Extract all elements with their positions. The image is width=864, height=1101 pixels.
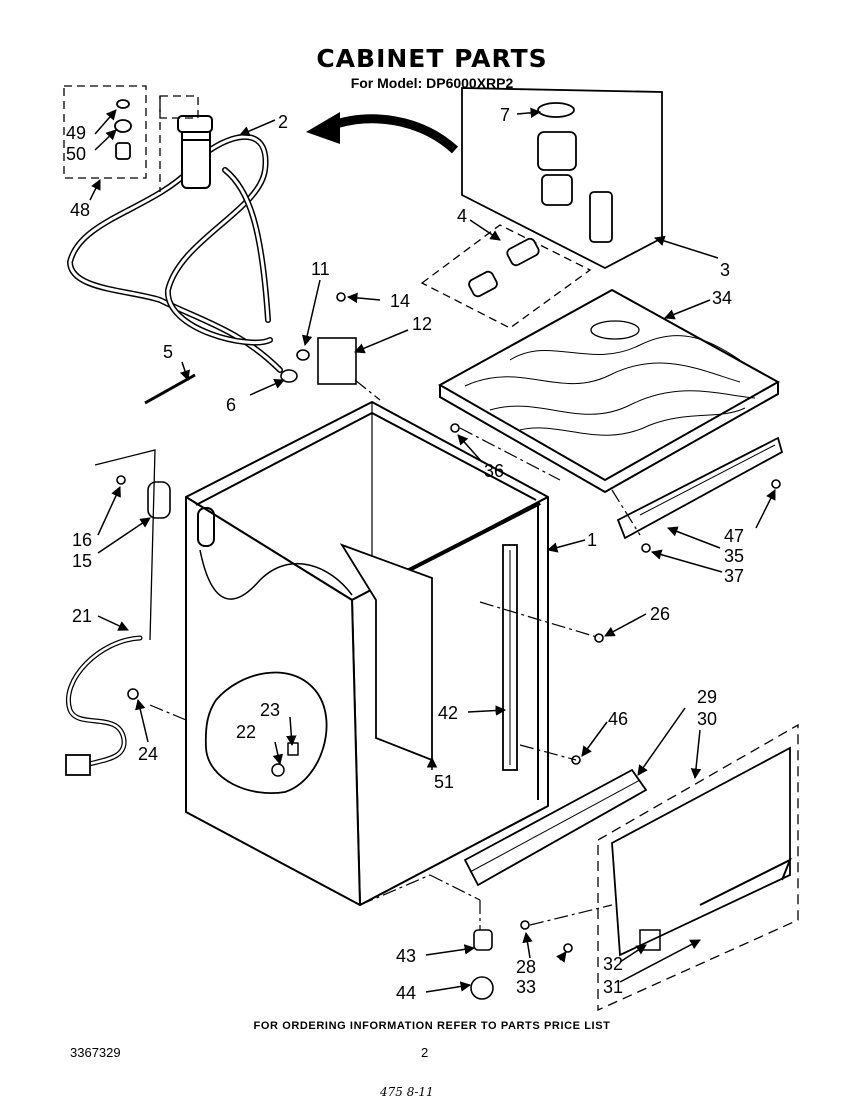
callout-43: 43 <box>396 946 416 966</box>
callout-34: 34 <box>712 288 732 308</box>
leveling-leg-43 <box>473 929 493 951</box>
inner-panel <box>339 543 518 771</box>
toe-panel <box>611 746 792 957</box>
direction-arrow <box>328 114 459 154</box>
callout-35: 35 <box>724 546 744 566</box>
ordering-note: FOR ORDERING INFORMATION REFER TO PARTS … <box>253 1020 611 1032</box>
callout-29: 29 <box>697 687 717 707</box>
document-number: 3367329 <box>70 1045 121 1060</box>
callout-36: 36 <box>484 461 504 481</box>
direction-arrow-head <box>306 112 340 144</box>
callout-32: 32 <box>603 954 623 974</box>
callout-50: 50 <box>66 144 86 164</box>
screw-47 <box>771 479 781 489</box>
callout-7: 7 <box>500 105 510 125</box>
handwritten-note: 475 8-11 <box>380 1085 434 1099</box>
callout-51: 51 <box>434 772 454 792</box>
callout-arrows <box>89 107 776 993</box>
screw-36 <box>450 423 460 433</box>
callout-30: 30 <box>697 709 717 729</box>
page-title: CABINET PARTS <box>316 44 548 73</box>
aerator-parts-box <box>63 85 147 179</box>
callout-1: 1 <box>587 530 597 550</box>
callout-2: 2 <box>278 112 288 132</box>
cabinet-top-panel <box>437 288 781 494</box>
coupler-valve-box <box>420 224 592 329</box>
cabinet-body <box>185 401 549 906</box>
callout-12: 12 <box>412 314 432 334</box>
aerator-parts <box>114 99 132 160</box>
callout-5: 5 <box>163 342 173 362</box>
bottom-rail <box>463 768 648 887</box>
callout-21: 21 <box>72 606 92 626</box>
callout-37: 37 <box>724 566 744 586</box>
coupler-valve <box>468 237 540 298</box>
assembly-lines <box>149 379 641 930</box>
callout-11: 11 <box>311 259 330 279</box>
caster-44 <box>470 976 494 1000</box>
callout-42: 42 <box>438 703 458 723</box>
faucet-adapter <box>177 115 213 189</box>
callout-31: 31 <box>603 977 623 997</box>
screw-28 <box>520 920 530 930</box>
callout-46: 46 <box>608 709 628 729</box>
callout-48: 48 <box>70 200 90 220</box>
callout-23: 23 <box>260 700 280 720</box>
callout-4: 4 <box>457 206 467 226</box>
callout-33: 33 <box>516 977 536 997</box>
callout-24: 24 <box>138 744 158 764</box>
callout-26: 26 <box>650 604 670 624</box>
faucet-adapter-box <box>159 95 199 119</box>
callout-22: 22 <box>236 722 256 742</box>
power-cord <box>65 635 143 776</box>
callout-14: 14 <box>390 291 410 311</box>
cord-bracket-line <box>94 449 156 641</box>
callout-47: 47 <box>724 526 744 546</box>
model-subtitle: For Model: DP6000XRP2 <box>350 75 514 91</box>
callout-44: 44 <box>396 983 416 1003</box>
screw-33 <box>563 943 573 953</box>
screw-26 <box>594 633 604 643</box>
bracket-12 <box>317 337 357 385</box>
screw-16 <box>116 475 126 485</box>
coupler-parts <box>537 102 613 243</box>
callout-6: 6 <box>226 395 236 415</box>
screw-14 <box>336 292 346 302</box>
page-number: 2 <box>421 1045 429 1060</box>
water-hose-assembly <box>66 134 283 373</box>
ring-11 <box>296 349 310 361</box>
callout-3: 3 <box>720 260 730 280</box>
side-rail <box>616 436 784 540</box>
callout-49: 49 <box>66 123 86 143</box>
screw-24 <box>127 688 139 700</box>
callout-16: 16 <box>72 530 92 550</box>
clip-15 <box>147 481 171 519</box>
callout-labels: 1 2 3 4 5 6 7 11 12 14 15 16 21 22 23 24… <box>66 105 744 1003</box>
toe-panel-outline <box>597 723 799 1012</box>
screw-37 <box>641 543 651 553</box>
callout-28: 28 <box>516 957 536 977</box>
callout-15: 15 <box>72 551 92 571</box>
ring-6 <box>280 369 298 383</box>
small-parts <box>116 292 781 1000</box>
coupler-box <box>461 87 663 270</box>
